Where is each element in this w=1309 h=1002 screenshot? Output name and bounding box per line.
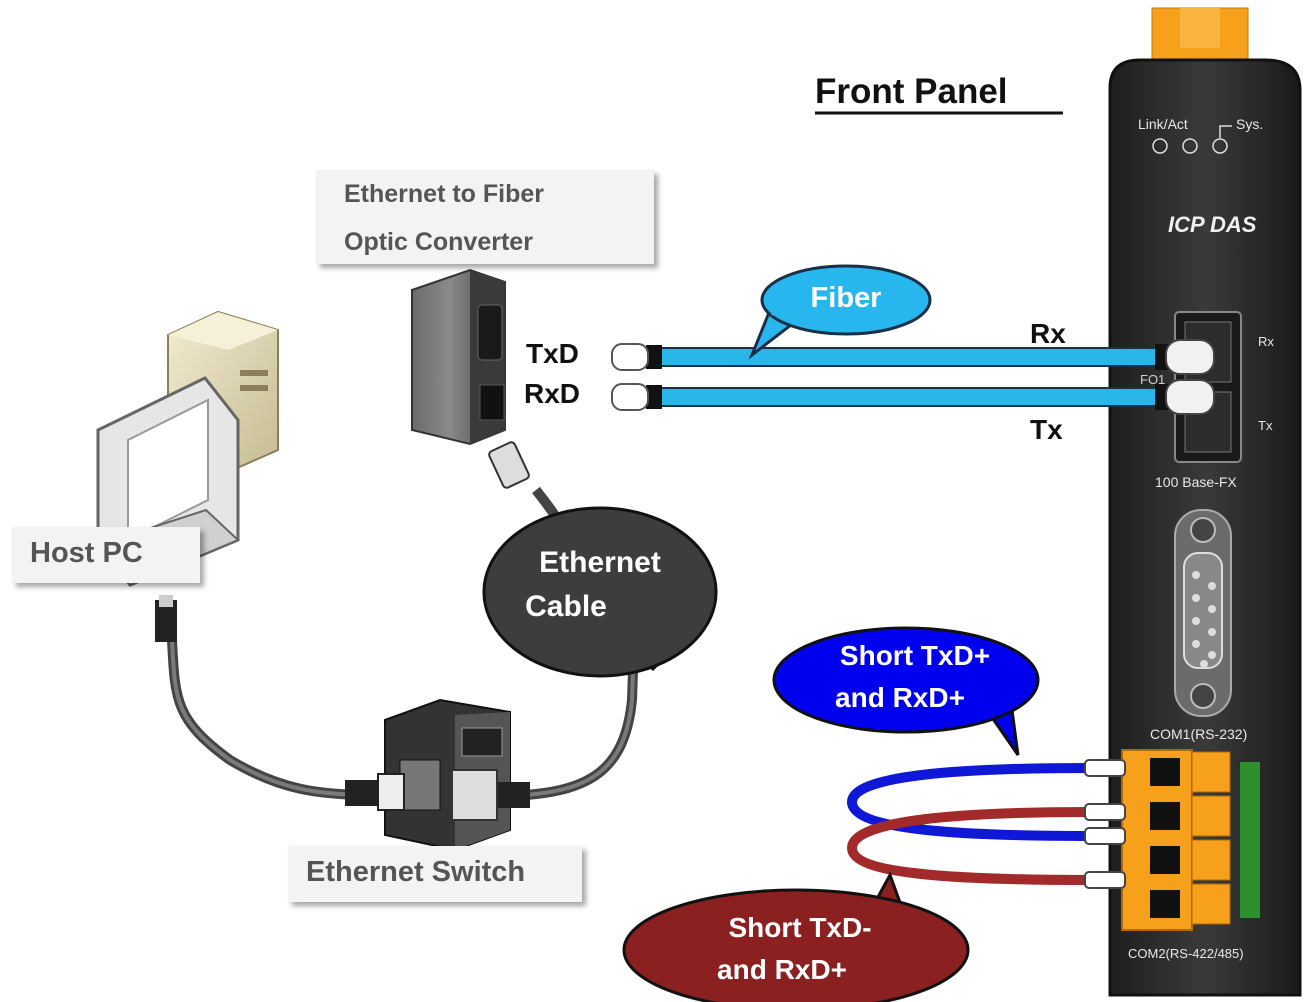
device-front-panel <box>1108 7 1302 997</box>
converter-label-box <box>316 170 654 264</box>
rxd-label: RxD <box>524 378 581 409</box>
converter-device <box>411 268 530 489</box>
led-sys-label: Sys. <box>1236 116 1264 132</box>
short-minus-line1: Short TxD- <box>728 912 872 943</box>
rx-label: Rx <box>1030 318 1066 349</box>
switch-label-box <box>288 846 582 902</box>
short-wires <box>846 759 1126 889</box>
short-plus-line1: Short TxD+ <box>839 640 991 671</box>
fiber-bubble <box>748 264 932 360</box>
fiber-type-label: 100 Base-FX <box>1155 474 1237 490</box>
port-rx-label: Rx <box>1258 334 1274 349</box>
port-tx-label: Tx <box>1258 418 1273 433</box>
front-panel-title: Front Panel <box>815 72 1008 111</box>
led-link-label: Link/Act <box>1138 116 1188 132</box>
com2-label: COM2(RS-422/485) <box>1128 946 1244 961</box>
host-pc-label: Host PC <box>30 537 143 569</box>
host-pc <box>96 310 279 642</box>
converter-label-line1: Ethernet to Fiber <box>344 180 545 208</box>
host-pc-label-box <box>12 527 200 583</box>
com1-label: COM1(RS-232) <box>1150 726 1248 742</box>
fiber-cables <box>611 339 1215 415</box>
fiber-bubble-text: Fiber <box>810 282 882 314</box>
txd-label: TxD <box>526 338 579 369</box>
ethernet-switch <box>345 698 530 852</box>
logo: ICP DAS <box>1168 212 1257 237</box>
ethernet-cable-bubble <box>482 506 718 678</box>
short-plus-bubble <box>772 626 1040 756</box>
ethernet-bubble-line2: Cable <box>525 590 607 623</box>
short-minus-line2: and RxD+ <box>717 954 847 985</box>
ethernet-bubble-line1: Ethernet <box>539 546 661 579</box>
tx-label: Tx <box>1030 414 1063 445</box>
port-fo-label: FO1 <box>1140 372 1166 387</box>
converter-label-line2: Optic Converter <box>344 228 533 256</box>
switch-label: Ethernet Switch <box>306 856 526 888</box>
short-minus-bubble <box>622 871 970 1002</box>
short-plus-line2: and RxD+ <box>835 682 965 713</box>
